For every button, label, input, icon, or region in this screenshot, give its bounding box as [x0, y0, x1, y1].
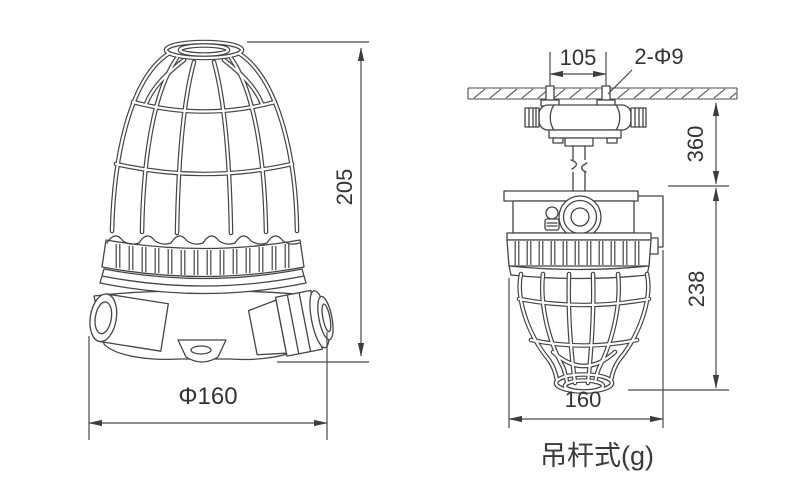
dim-height-label: 205 [332, 169, 357, 206]
conduit-entry-left [89, 293, 169, 352]
view-caption: 吊杆式(g) [540, 441, 654, 471]
guard-cage [112, 42, 297, 233]
ribbed-collar [101, 235, 305, 277]
dimension-body-height-238: 238 [628, 187, 729, 391]
ribbed-ring [506, 232, 659, 280]
sealed-entry-boss [558, 195, 602, 239]
dim-hole-spacing-label: 105 [560, 45, 597, 70]
pendant-rod [570, 145, 588, 192]
clamp-screw [544, 206, 560, 231]
dimension-drop-360: 360 [668, 102, 729, 187]
dim-holes-label: 2-Φ9 [634, 44, 683, 69]
dim-width-label: 160 [565, 387, 602, 412]
ceiling-hatch [473, 88, 737, 99]
dim-drop-label: 360 [683, 126, 708, 163]
mounting-bolts [540, 52, 616, 107]
lamp-base [89, 268, 334, 363]
dimension-height-205: 205 [247, 41, 369, 363]
dimension-diameter-160: Φ160 [88, 332, 328, 440]
lamp-housing [503, 190, 664, 248]
cable-gland-right [247, 289, 334, 357]
pendant-mount-view: 105 2-Φ9 360 238 160 吊杆式(g) [467, 44, 738, 471]
junction-box [524, 104, 647, 147]
dim-diameter-label: Φ160 [178, 383, 237, 410]
dimension-width-160: 160 [508, 250, 664, 428]
mounting-tab [177, 339, 227, 363]
lamp-front-view: 205 Φ160 [88, 41, 369, 440]
hanging-guard-cage [519, 274, 649, 392]
dimension-hole-spacing-105: 105 [549, 45, 607, 78]
dim-body-height-label: 238 [684, 271, 709, 308]
dimension-holes-2-phi9: 2-Φ9 [607, 44, 684, 95]
